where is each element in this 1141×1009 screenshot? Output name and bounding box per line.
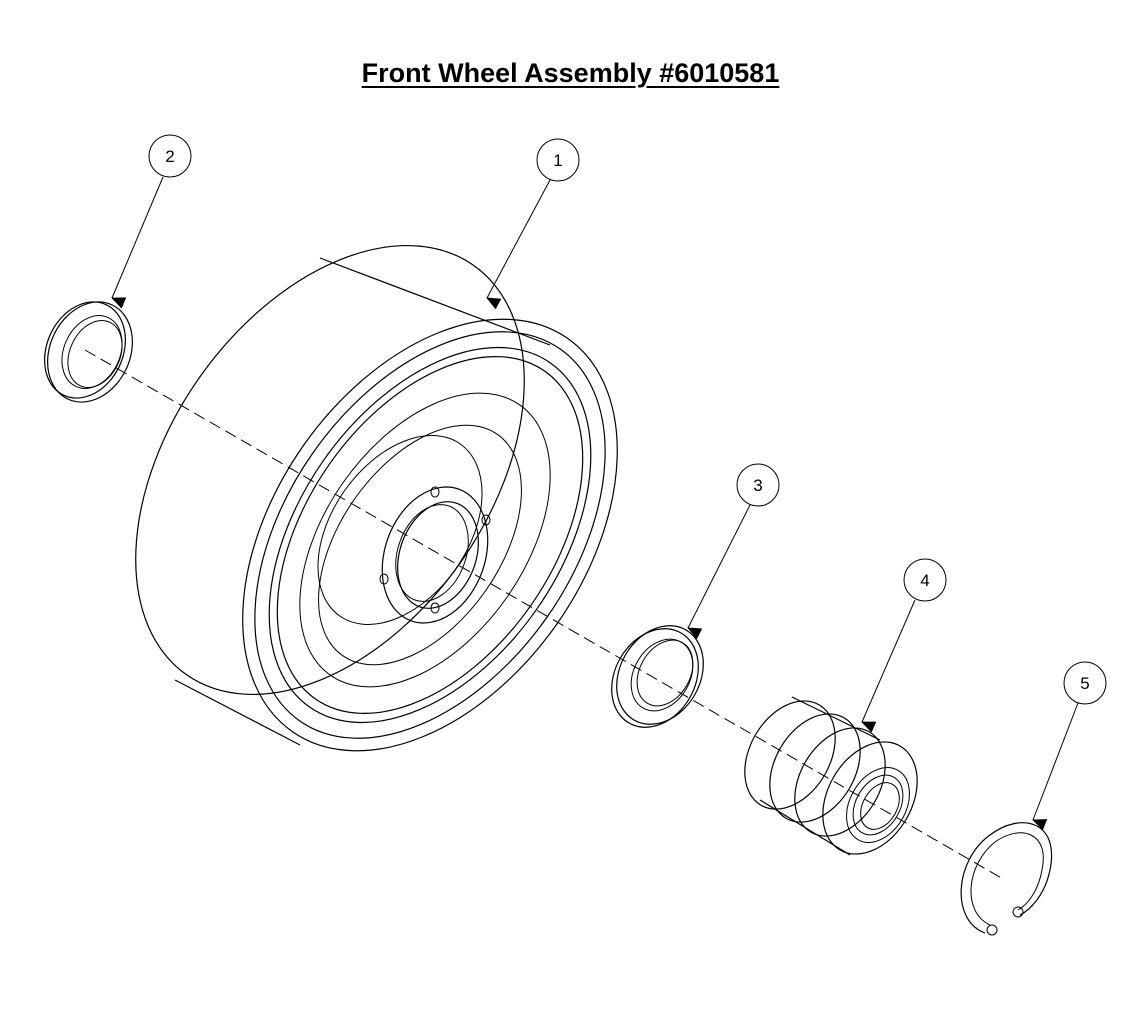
callout-3-label: 3 — [753, 476, 762, 495]
assembly-axis — [84, 349, 1006, 881]
callout-5: 5 — [1063, 661, 1107, 705]
callout-2: 2 — [148, 134, 192, 178]
part-retaining-ring — [960, 822, 1053, 936]
part-wheel — [135, 244, 618, 752]
part-bearing — [744, 696, 918, 856]
callout-5-label: 5 — [1080, 674, 1089, 693]
callout-4: 4 — [903, 558, 947, 602]
callout-1-label: 1 — [553, 151, 562, 170]
callout-1: 1 — [536, 138, 580, 182]
callout-2-label: 2 — [165, 147, 174, 166]
callout-3: 3 — [736, 463, 780, 507]
part-seal-middle — [611, 625, 704, 728]
callout-leaders — [111, 176, 1079, 831]
diagram-title: Front Wheel Assembly #6010581 — [361, 58, 780, 88]
callout-4-label: 4 — [920, 571, 929, 590]
